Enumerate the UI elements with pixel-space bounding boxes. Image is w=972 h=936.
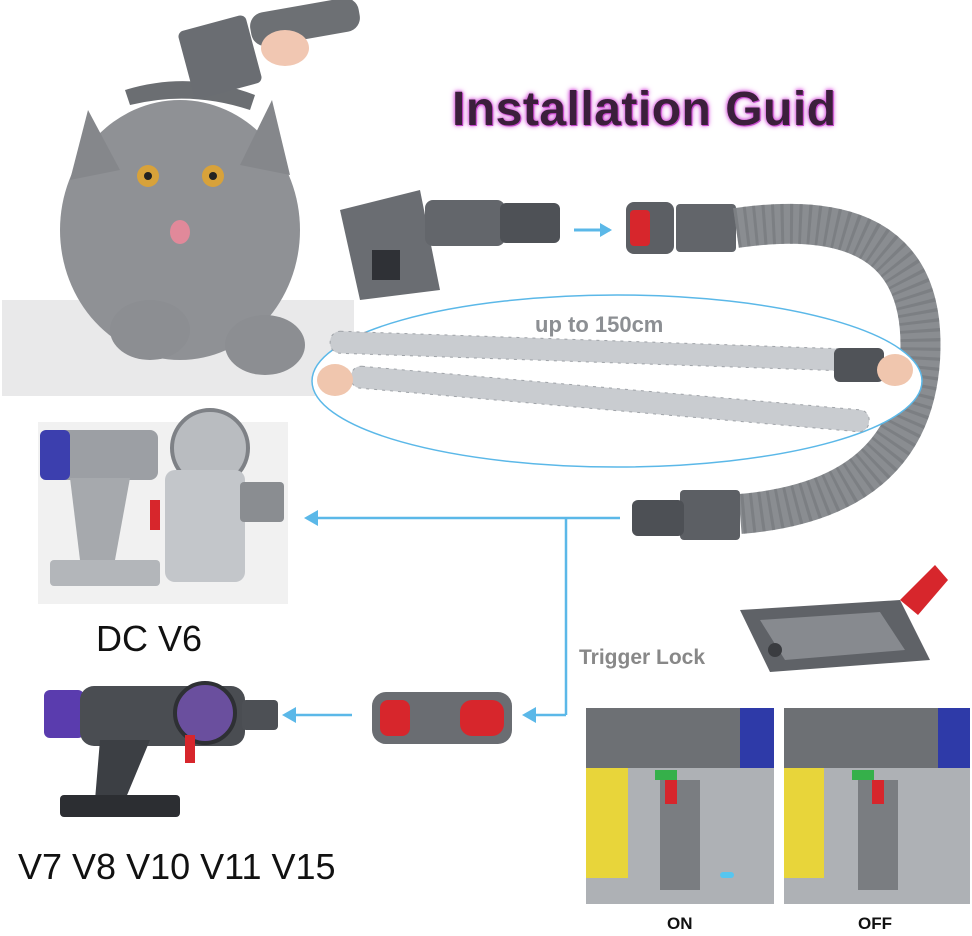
trigger-lock-clip (740, 565, 948, 672)
cat-grooming-photo (2, 0, 360, 396)
grooming-brush-attachment (340, 190, 560, 300)
stretched-hose-callout (311, 294, 923, 468)
v-series-label: V7 V8 V10 V11 V15 (18, 846, 336, 887)
dc-v6-vacuum (38, 408, 288, 604)
quick-release-adapter (372, 692, 512, 744)
off-label: OFF (858, 914, 892, 933)
page-title: Installation Guid (452, 83, 837, 136)
hose-length-label: up to 150cm (535, 312, 664, 337)
trigger-lock-label: Trigger Lock (579, 646, 706, 669)
connection-lines (282, 510, 620, 723)
v-series-vacuum (44, 681, 278, 817)
on-label: ON (667, 914, 693, 933)
dc-v6-label: DC V6 (96, 618, 203, 659)
extension-hose (626, 202, 941, 540)
trigger-off-photo (784, 708, 970, 904)
arrow-brush-to-hose (574, 223, 612, 237)
trigger-on-photo (586, 708, 774, 904)
